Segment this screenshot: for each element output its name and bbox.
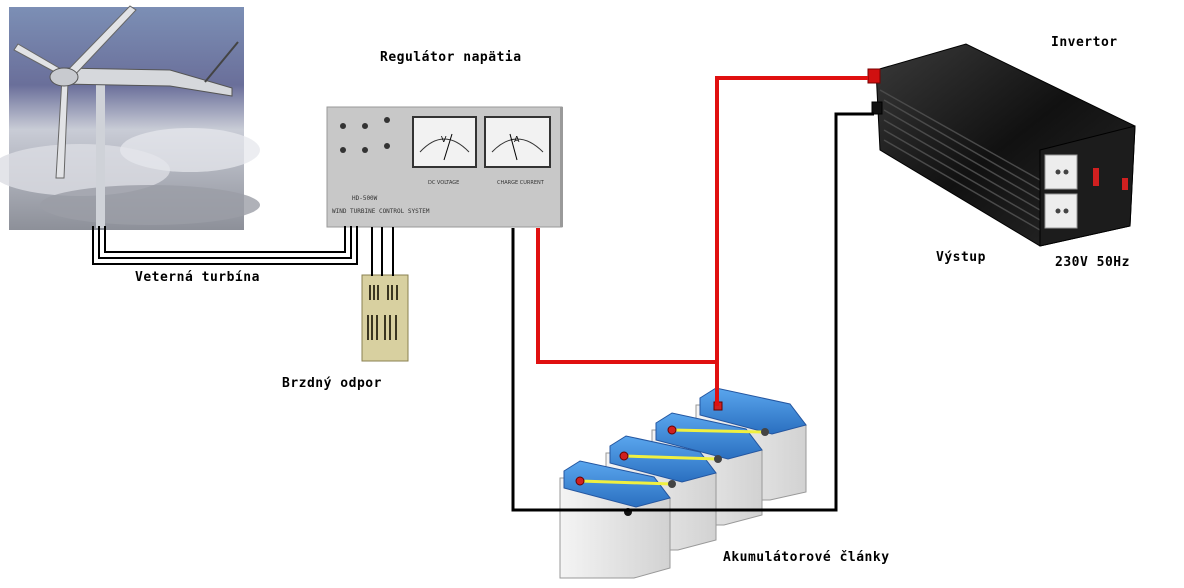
regulator-label: Regulátor napätia — [380, 50, 522, 65]
negative-wires — [511, 112, 874, 512]
brake-resistor — [361, 274, 409, 362]
brake-resistor-label: Brzdný odpor — [282, 376, 382, 391]
voltmeter-caption: DC VOLTAGE — [428, 180, 459, 186]
inverter-switch — [1122, 178, 1128, 190]
output-voltage-label: 230V 50Hz — [1055, 255, 1130, 270]
brake-resistor-wires — [371, 227, 394, 276]
ammeter-caption: CHARGE CURRENT — [497, 180, 545, 186]
positive-wires — [536, 76, 868, 406]
battery-links — [579, 428, 766, 486]
indicator-leds — [340, 117, 390, 153]
ammeter-letter: A — [514, 135, 520, 144]
inverter — [867, 43, 1136, 247]
turbine-hub — [49, 67, 79, 87]
inverter-positive-terminal — [867, 68, 881, 84]
voltage-regulator: V A DC VOLTAGE CHARGE CURRENT HD-500W WI… — [326, 106, 563, 228]
ammeter: A — [484, 116, 551, 168]
wind-turbine-photo — [0, 5, 260, 230]
voltmeter-letter: V — [441, 135, 447, 144]
output-label: Výstup — [936, 250, 986, 265]
inverter-socket — [1044, 154, 1078, 190]
inverter-negative-terminal — [871, 101, 883, 115]
turbine-label: Veterná turbína — [135, 270, 260, 285]
battery-cell — [559, 460, 671, 579]
battery-bank — [559, 387, 807, 579]
controller-system-name: WIND TURBINE CONTROL SYSTEM — [332, 208, 430, 215]
batteries-label: Akumulátorové články — [723, 550, 890, 565]
voltmeter: V — [412, 116, 477, 168]
invertor-label: Invertor — [1051, 35, 1118, 50]
controller-model: HD-500W — [352, 195, 378, 202]
turbine-wires — [92, 226, 358, 265]
inverter-display — [1093, 168, 1099, 186]
turbine-tower — [96, 80, 105, 228]
inverter-socket — [1044, 193, 1078, 229]
